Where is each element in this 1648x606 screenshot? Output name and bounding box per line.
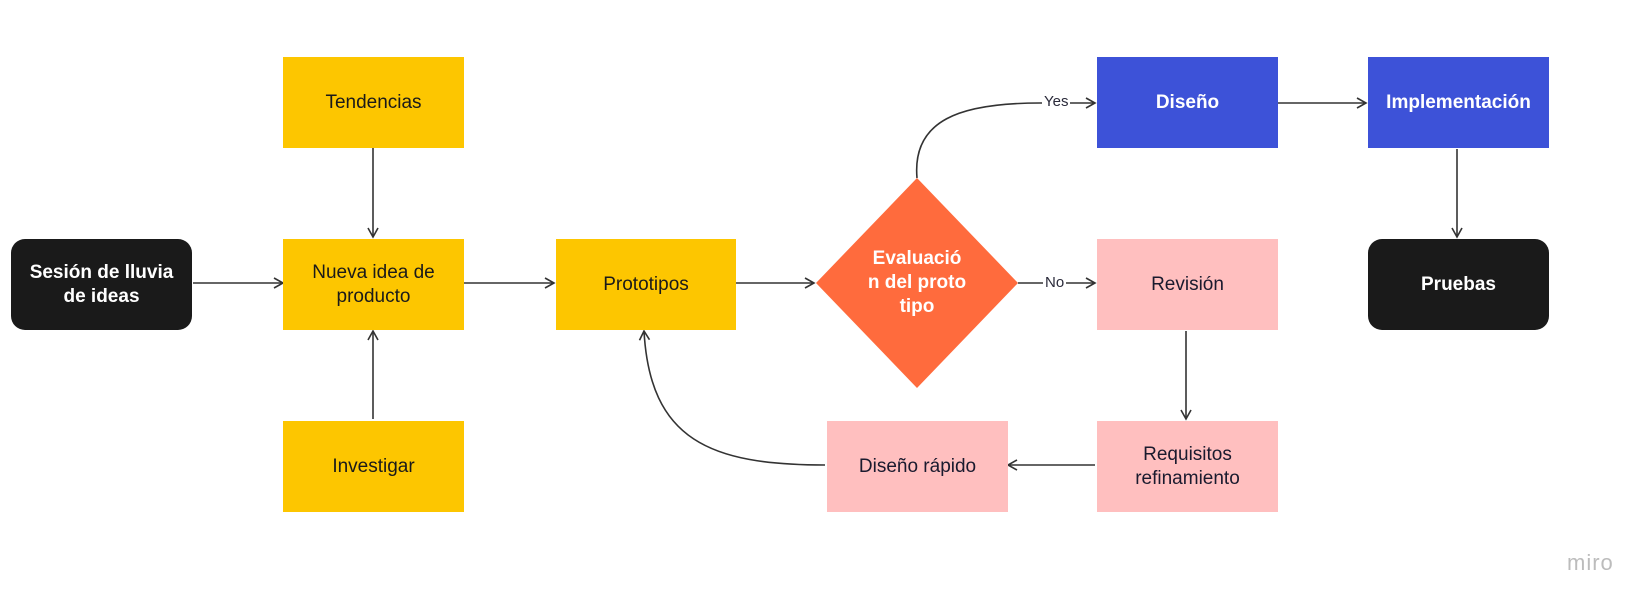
node-requisitos[interactable]: Requisitos refinamiento <box>1097 421 1278 512</box>
node-diseno-rapido[interactable]: Diseño rápido <box>827 421 1008 512</box>
node-pruebas[interactable]: Pruebas <box>1368 239 1549 330</box>
node-prototipos-label: Prototipos <box>603 273 689 295</box>
edge-evaluacion-to-diseno <box>915 97 1097 179</box>
node-pruebas-label: Pruebas <box>1421 273 1496 295</box>
node-investigar[interactable]: Investigar <box>283 421 464 512</box>
miro-watermark-logo: miro <box>1567 550 1614 575</box>
node-evaluacion-label: Evaluación del prototipo <box>867 248 967 317</box>
node-tendencias-label: Tendencias <box>325 91 422 113</box>
node-sesion[interactable]: Sesión de lluvia de ideas <box>11 239 192 330</box>
edge-label-no: No <box>1043 274 1067 292</box>
node-revision-label: Revisión <box>1151 273 1224 295</box>
edge-label-yes: Yes <box>1042 93 1071 111</box>
node-nueva-idea-label: Nueva idea de producto <box>312 261 435 307</box>
node-tendencias[interactable]: Tendencias <box>283 57 464 148</box>
node-revision[interactable]: Revisión <box>1097 239 1278 330</box>
node-diseno-label: Diseño <box>1155 91 1220 113</box>
node-investigar-label: Investigar <box>332 455 415 477</box>
node-implementacion-label: Implementación <box>1386 91 1531 113</box>
node-prototipos[interactable]: Prototipos <box>556 239 736 330</box>
node-diseno-rapido-label: Diseño rápido <box>858 455 977 477</box>
node-sesion-label: Sesión de lluvia de ideas <box>29 261 174 307</box>
node-nueva-idea[interactable]: Nueva idea de producto <box>283 239 464 330</box>
edge-diseno-rapido-to-prototipos <box>638 329 826 466</box>
node-diseno[interactable]: Diseño <box>1097 57 1278 148</box>
evaluation-diamond-shape[interactable] <box>816 178 1018 388</box>
node-implementacion[interactable]: Implementación <box>1368 57 1549 148</box>
node-requisitos-label: Requisitos refinamiento <box>1135 443 1240 489</box>
node-evaluacion[interactable]: Evaluación del prototipo <box>862 238 972 328</box>
